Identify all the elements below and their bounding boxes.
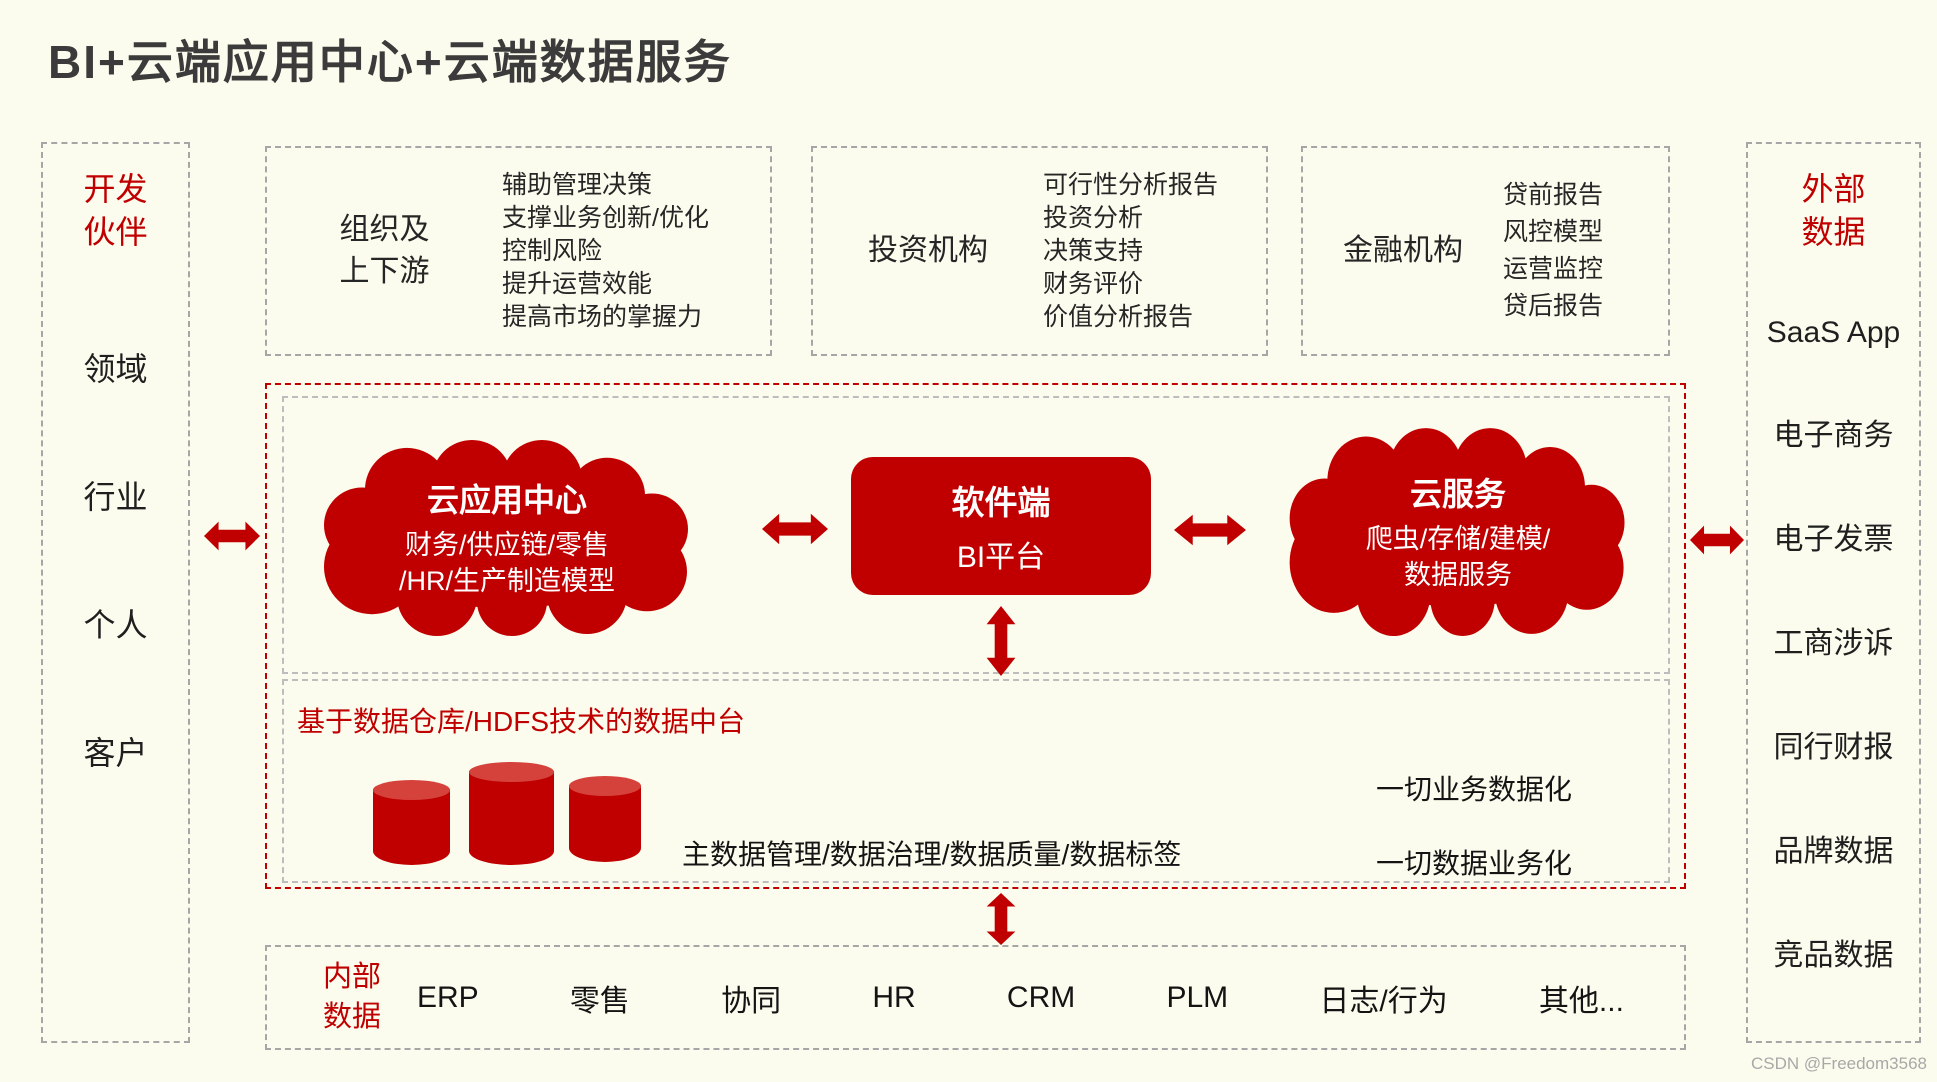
external-data-item: 工商涉诉	[1773, 627, 1894, 660]
internal-data-item: 协同	[721, 984, 782, 1018]
external-data-item: 同行财报	[1773, 731, 1894, 764]
external-data-panel: 外部 数据 SaaS App 电子商务电子发票工商涉诉同行财报品牌数据竞品数据	[1746, 142, 1921, 1043]
stakeholder-benefits-list: 可行性分析报告投资分析决策支持财务评价价值分析报告	[1043, 169, 1266, 334]
double-arrow-data-to-internal-icon	[983, 893, 1019, 945]
database-cylinder-icon	[373, 780, 450, 865]
external-data-item: 电子商务	[1773, 419, 1894, 452]
stakeholder-benefit: 控制风险	[502, 236, 603, 265]
cloud-right-title: 云服务	[1409, 475, 1506, 512]
software-box-subtitle: BI平台	[956, 541, 1046, 574]
stakeholder-benefit: 贷后报告	[1503, 292, 1604, 320]
watermark: CSDN @Freedom3568	[1751, 1054, 1927, 1073]
stakeholder-benefit: 投资分析	[1043, 203, 1144, 232]
data-platform-title: 基于数据仓库/HDFS技术的数据中台	[297, 706, 746, 737]
stakeholder-benefit: 可行性分析报告	[1043, 170, 1219, 199]
double-arrow-center-to-cloud-icon	[1174, 511, 1246, 549]
cloud-services: 云服务 爬虫/存储/建模/ 数据服务	[1274, 426, 1642, 636]
double-arrow-center-to-data-icon	[983, 606, 1019, 676]
left-panel-item: 领域	[83, 351, 148, 387]
application-layer-box	[282, 396, 1670, 674]
data-platform-slogan: 一切数据业务化	[1376, 848, 1573, 879]
left-panel-item: 个人	[83, 607, 148, 643]
external-data-item: 品牌数据	[1773, 835, 1894, 868]
stakeholder-benefit: 辅助管理决策	[502, 170, 653, 199]
internal-data-item: CRM	[1006, 980, 1076, 1014]
external-data-item: SaaS App	[1766, 316, 1901, 349]
internal-data-item: 零售	[569, 984, 630, 1018]
left-panel-item: 行业	[83, 479, 148, 515]
bi-platform-region	[265, 383, 1686, 889]
stakeholder-benefits-list: 贷前报告风控模型运营监控贷后报告	[1503, 177, 1668, 325]
software-bi-box: 软件端 BI平台	[851, 457, 1151, 595]
internal-data-item: HR	[872, 980, 916, 1014]
data-platform-slogans: 一切业务数据化一切数据业务化	[1376, 768, 1572, 882]
stakeholder-label: 金融机构	[1343, 234, 1463, 267]
double-arrow-right-outer-icon	[1690, 522, 1744, 558]
internal-data-list: ERP 零售 协同 HR CRM PLM 日志/行为 其他...	[417, 947, 1624, 1048]
left-panel-header: 开发 伙伴	[83, 171, 148, 251]
right-panel-header: 外部 数据	[1801, 171, 1866, 251]
stakeholder-box-finance: 金融机构 贷前报告风控模型运营监控贷后报告	[1301, 146, 1670, 356]
stakeholder-label: 投资机构	[868, 234, 988, 267]
stakeholder-benefit: 运营监控	[1503, 255, 1604, 283]
stakeholder-benefit: 决策支持	[1043, 236, 1144, 265]
bottom-panel-header: 内部 数据	[322, 961, 381, 1033]
left-panel-item: 客户	[83, 735, 148, 771]
data-platform-slogan: 一切业务数据化	[1376, 774, 1573, 805]
left-panel-list: 领域行业个人客户	[43, 344, 188, 774]
double-arrow-cloud-to-center-icon	[762, 510, 828, 548]
stakeholder-label: 组织及 上下游	[339, 213, 430, 288]
data-platform-caption: 主数据管理/数据治理/数据质量/数据标签	[682, 839, 1182, 870]
stakeholder-benefit: 财务评价	[1043, 269, 1144, 298]
stakeholder-benefits-list: 辅助管理决策支撑业务创新/优化控制风险提升运营效能提高市场的掌握力	[502, 169, 770, 334]
internal-data-panel: 内部 数据 ERP 零售 协同 HR CRM PLM 日志/行为 其他...	[265, 945, 1686, 1050]
stakeholder-benefit: 提高市场的掌握力	[502, 302, 703, 331]
internal-data-item: ERP	[417, 980, 479, 1014]
cloud-shape-icon	[1289, 428, 1625, 636]
cloud-shape-icon	[324, 439, 688, 636]
database-cylinder-icon	[569, 776, 641, 862]
internal-data-item: PLM	[1166, 980, 1229, 1014]
software-box-title: 软件端	[951, 484, 1051, 521]
cloud-right-body: 爬虫/存储/建模/ 数据服务	[1365, 523, 1551, 590]
double-arrow-left-outer-icon	[204, 518, 260, 554]
stakeholder-benefit: 支撑业务创新/优化	[502, 203, 709, 232]
stakeholder-box-investors: 投资机构 可行性分析报告投资分析决策支持财务评价价值分析报告	[811, 146, 1268, 356]
stakeholder-box-organization: 组织及 上下游 辅助管理决策支撑业务创新/优化控制风险提升运营效能提高市场的掌握…	[265, 146, 772, 356]
stakeholder-benefit: 提升运营效能	[502, 269, 653, 298]
internal-data-item: 日志/行为	[1319, 984, 1448, 1018]
stakeholder-benefit: 风控模型	[1503, 218, 1604, 246]
cloud-left-title: 云应用中心	[426, 481, 587, 518]
cloud-left-body: 财务/供应链/零售 /HR/生产制造模型	[399, 529, 615, 596]
database-cylinder-icon	[469, 762, 554, 865]
left-partners-panel: 开发 伙伴 领域行业个人客户	[41, 142, 190, 1043]
external-data-item: 竞品数据	[1773, 939, 1894, 972]
stakeholder-benefit: 贷前报告	[1503, 181, 1604, 209]
external-data-item: 电子发票	[1773, 523, 1894, 556]
cloud-application-center: 云应用中心 财务/供应链/零售 /HR/生产制造模型	[307, 438, 707, 636]
data-middle-platform-box	[282, 679, 1670, 883]
page-title: BI+云端应用中心+云端数据服务	[48, 36, 732, 88]
internal-data-item: 其他...	[1538, 984, 1624, 1018]
stakeholder-benefit: 价值分析报告	[1043, 302, 1194, 331]
right-panel-list: SaaS App 电子商务电子发票工商涉诉同行财报品牌数据竞品数据	[1748, 316, 1919, 974]
